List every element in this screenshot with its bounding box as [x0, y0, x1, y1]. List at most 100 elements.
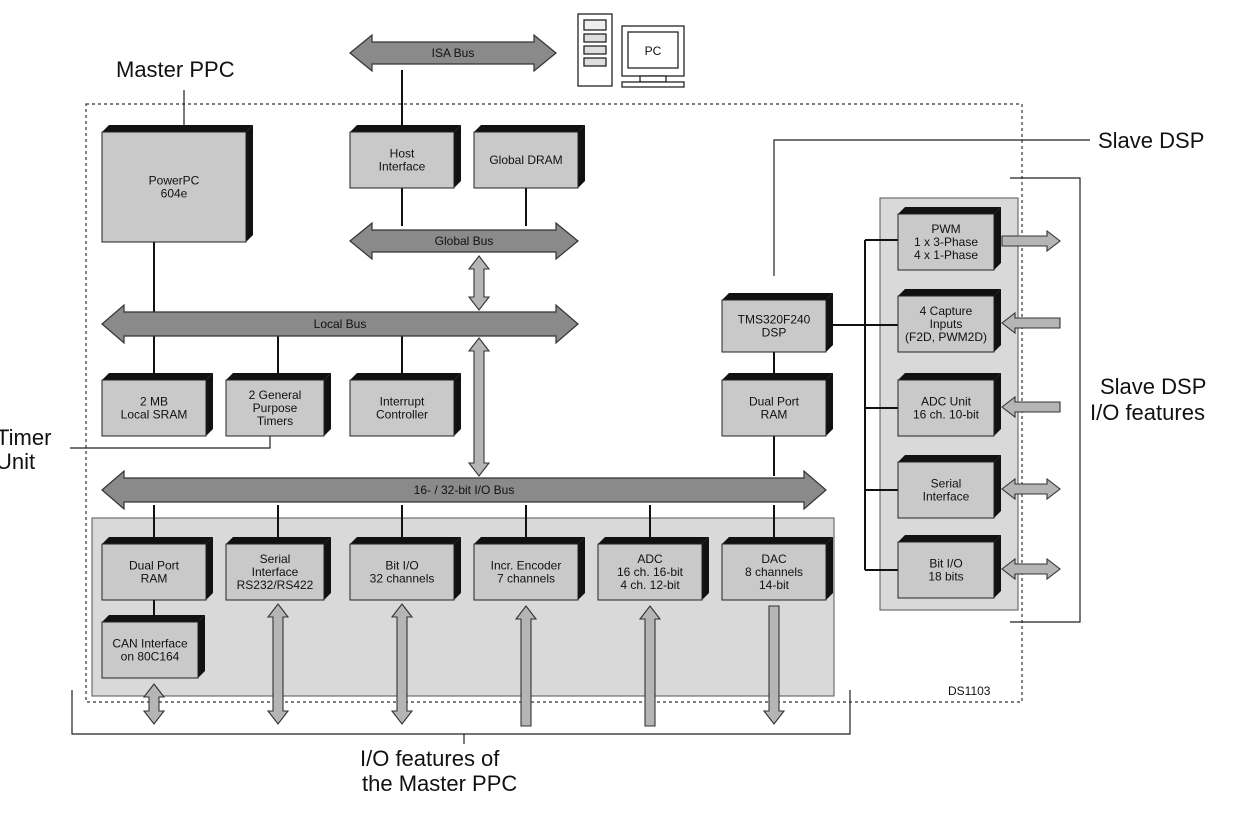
can-interface-block-text: on 80C164 — [121, 650, 180, 664]
powerpc-block-text: PowerPC — [149, 174, 200, 188]
adc-in-arrow — [638, 605, 662, 727]
dac-out-arrow — [762, 605, 786, 725]
connection-lines — [153, 70, 898, 618]
isa-bus-label: ISA Bus — [432, 46, 475, 60]
slave-bit-io-arrow — [1001, 557, 1061, 581]
dsp-dual-port-ram-block-text: RAM — [761, 408, 788, 422]
pc-icon — [577, 13, 685, 88]
adc-block-text: 16 ch. 16-bit — [617, 565, 684, 579]
master-io-label-line1: I/O features of — [360, 746, 500, 771]
pc-label: PC — [645, 44, 662, 58]
slave-bit-io-block-text: Bit I/O — [929, 557, 962, 571]
master-io-label-line2: the Master PPC — [362, 771, 517, 796]
capture-in-arrow — [1001, 311, 1061, 335]
slave-serial-block-text: Serial — [931, 477, 962, 491]
local-io-bridge-arrow — [467, 337, 491, 477]
io-arrow-layer — [142, 229, 1061, 727]
incr-encoder-block-text: 7 channels — [497, 572, 555, 586]
isa-bus — [349, 33, 557, 73]
slave-io-label-line1: Slave DSP — [1100, 374, 1206, 399]
pwm-block-text: PWM — [931, 222, 960, 236]
timer-unit-label-line2: Unit — [0, 449, 35, 474]
capture-block-text: Inputs — [930, 317, 963, 331]
master-io-region — [91, 517, 835, 697]
slave-serial-io-arrow — [1001, 477, 1061, 501]
board-outline — [85, 103, 1023, 703]
timers-block-text: 2 General — [249, 388, 302, 402]
timers-block-text: Purpose — [253, 401, 298, 415]
slave-bit-io-block: Bit I/O18 bits — [897, 535, 1001, 599]
master-ppc-title: Master PPC — [116, 57, 235, 82]
timers-block-text: Timers — [257, 414, 293, 428]
slave-serial-block-text: Interface — [923, 490, 970, 504]
dac-block-text: DAC — [761, 552, 787, 566]
bit-io-arrow — [390, 603, 414, 725]
tms-dsp-block-text: DSP — [762, 326, 787, 340]
bit-io-block: Bit I/O32 channels — [349, 537, 461, 601]
can-interface-block-text: CAN Interface — [112, 637, 188, 651]
serial-interface-block-text: Serial — [260, 552, 291, 566]
global-dram-block-text: Global DRAM — [489, 153, 562, 167]
interrupt-controller-block-text: Controller — [376, 408, 428, 422]
slave-dsp-label: Slave DSP — [1098, 128, 1204, 153]
pwm-block-text: 1 x 3-Phase — [914, 235, 978, 249]
local-bus-label: Local Bus — [314, 317, 367, 331]
host-interface-block-text: Interface — [379, 160, 426, 174]
interrupt-controller-block-text: Interrupt — [380, 395, 425, 409]
dac-block-text: 8 channels — [745, 565, 803, 579]
global-bus — [349, 221, 579, 261]
slave-io-label-line2: I/O features — [1090, 400, 1205, 425]
bit-io-block-text: Bit I/O — [385, 559, 418, 573]
global-dram-block: Global DRAM — [473, 125, 585, 189]
incr-encoder-block-text: Incr. Encoder — [491, 559, 562, 573]
slave-adc-in-arrow — [1001, 395, 1061, 419]
capture-block-text: 4 Capture — [920, 304, 973, 318]
slave-adc-block-text: 16 ch. 10-bit — [913, 408, 980, 422]
dsp-dual-port-ram-block-text: Dual Port — [749, 395, 800, 409]
global-local-bridge-arrow — [467, 255, 491, 311]
slave-bit-io-block-text: 18 bits — [928, 570, 963, 584]
adc-block-text: 4 ch. 12-bit — [620, 578, 680, 592]
pwm-out-arrow — [1001, 229, 1061, 253]
serial-interface-block-text: Interface — [252, 565, 299, 579]
bit-io-block-text: 32 channels — [370, 572, 435, 586]
host-interface-block-text: Host — [390, 147, 415, 161]
timer-unit-label-line1: Timer — [0, 425, 51, 450]
serial-interface-block-text: RS232/RS422 — [237, 578, 314, 592]
serial-io-arrow — [266, 603, 290, 725]
io-bus-label: 16- / 32-bit I/O Bus — [414, 483, 515, 497]
io-dual-port-ram-block-text: RAM — [141, 572, 168, 586]
slave-adc-block-text: ADC Unit — [921, 395, 972, 409]
pwm-block-text: 4 x 1-Phase — [914, 248, 978, 262]
powerpc-block-text: 604e — [161, 187, 188, 201]
local-bus — [101, 303, 579, 345]
global-bus-label: Global Bus — [435, 234, 494, 248]
capture-block-text: (F2D, PWM2D) — [905, 330, 987, 344]
can-io-arrow — [142, 683, 166, 725]
local-sram-block-text: Local SRAM — [121, 408, 188, 422]
tms-dsp-block-text: TMS320F240 — [738, 313, 811, 327]
encoder-in-arrow — [514, 605, 538, 727]
local-sram-block-text: 2 MB — [140, 395, 168, 409]
board-label: DS1103 — [948, 684, 991, 698]
